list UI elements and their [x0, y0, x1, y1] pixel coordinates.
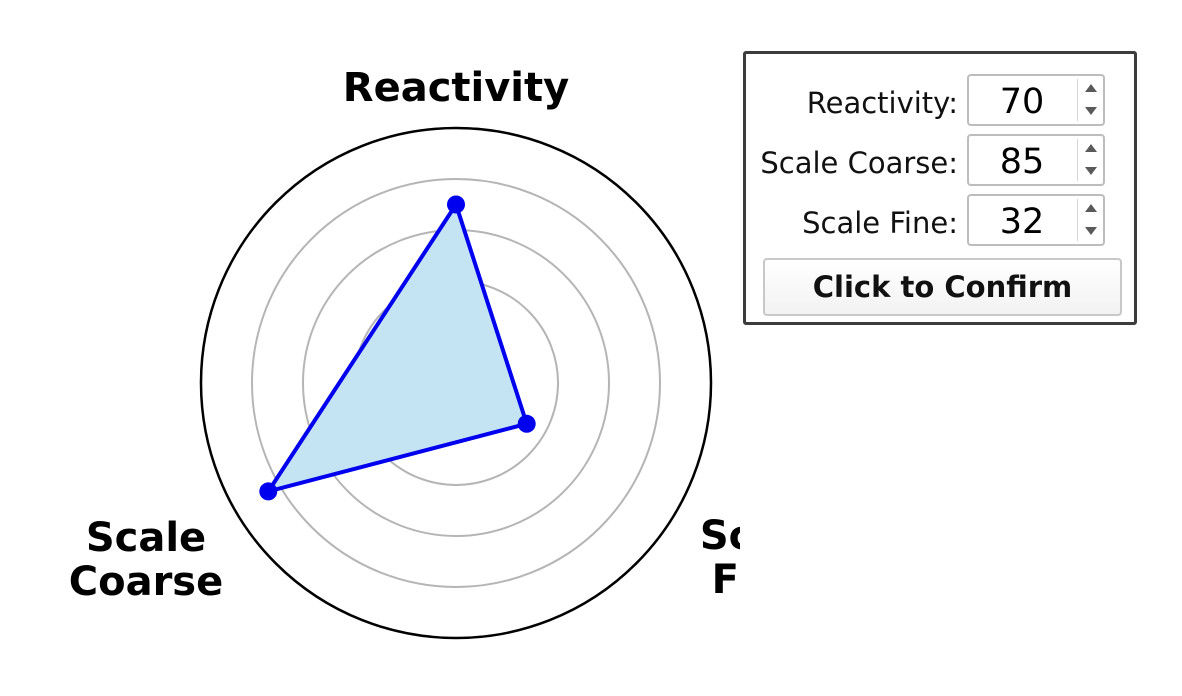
reactivity-spinbox[interactable]: 70 — [967, 74, 1105, 126]
spin-separator — [1077, 139, 1078, 181]
scale-fine-value[interactable]: 32 — [999, 202, 1045, 242]
scale-coarse-decrement-arrow-icon[interactable] — [1080, 161, 1102, 181]
chart-outer-frame — [199, 126, 713, 640]
scale-fine-label: Scale Fine: — [802, 206, 958, 240]
reactivity-increment-arrow-icon[interactable] — [1080, 79, 1102, 99]
scale-coarse-increment-arrow-icon[interactable] — [1080, 139, 1102, 159]
axis-label-line: Fine — [712, 557, 740, 603]
reactivity-row: Reactivity: 70 — [746, 74, 1134, 128]
reactivity-decrement-arrow-icon[interactable] — [1080, 101, 1102, 121]
data-point-scale-fine[interactable] — [517, 414, 536, 433]
reactivity-value[interactable]: 70 — [999, 82, 1045, 122]
grid-ring-4 — [251, 178, 661, 588]
axis-label-reactivity: Reactivity — [343, 65, 569, 111]
scale-fine-row: Scale Fine: 32 — [746, 194, 1134, 248]
parameter-panel: Reactivity: 70 Scale Coarse: 85 Scale Fi… — [743, 51, 1137, 325]
axis-label-line: Scale — [86, 515, 206, 561]
axis-label-line: Reactivity — [343, 65, 569, 111]
reactivity-label: Reactivity: — [806, 86, 958, 120]
axis-label-line: Scale — [700, 513, 740, 559]
spin-separator — [1077, 79, 1078, 121]
scale-fine-increment-arrow-icon[interactable] — [1080, 199, 1102, 219]
data-point-reactivity[interactable] — [447, 195, 465, 214]
data-point-scale-coarse[interactable] — [259, 482, 278, 501]
confirm-button[interactable]: Click to Confirm — [763, 258, 1122, 316]
scale-fine-decrement-arrow-icon[interactable] — [1080, 221, 1102, 241]
scale-coarse-spinbox[interactable]: 85 — [967, 134, 1105, 186]
scale-coarse-label: Scale Coarse: — [760, 146, 958, 180]
scale-coarse-row: Scale Coarse: 85 — [746, 134, 1134, 188]
axis-label-line: Coarse — [69, 559, 224, 605]
data-polygon — [263, 199, 530, 495]
scale-fine-spinbox[interactable]: 32 — [967, 194, 1105, 246]
spin-separator — [1077, 199, 1078, 241]
scale-coarse-value[interactable]: 85 — [999, 142, 1045, 182]
radar-chart: ReactivityScaleFineScaleCoarse — [69, 65, 740, 640]
